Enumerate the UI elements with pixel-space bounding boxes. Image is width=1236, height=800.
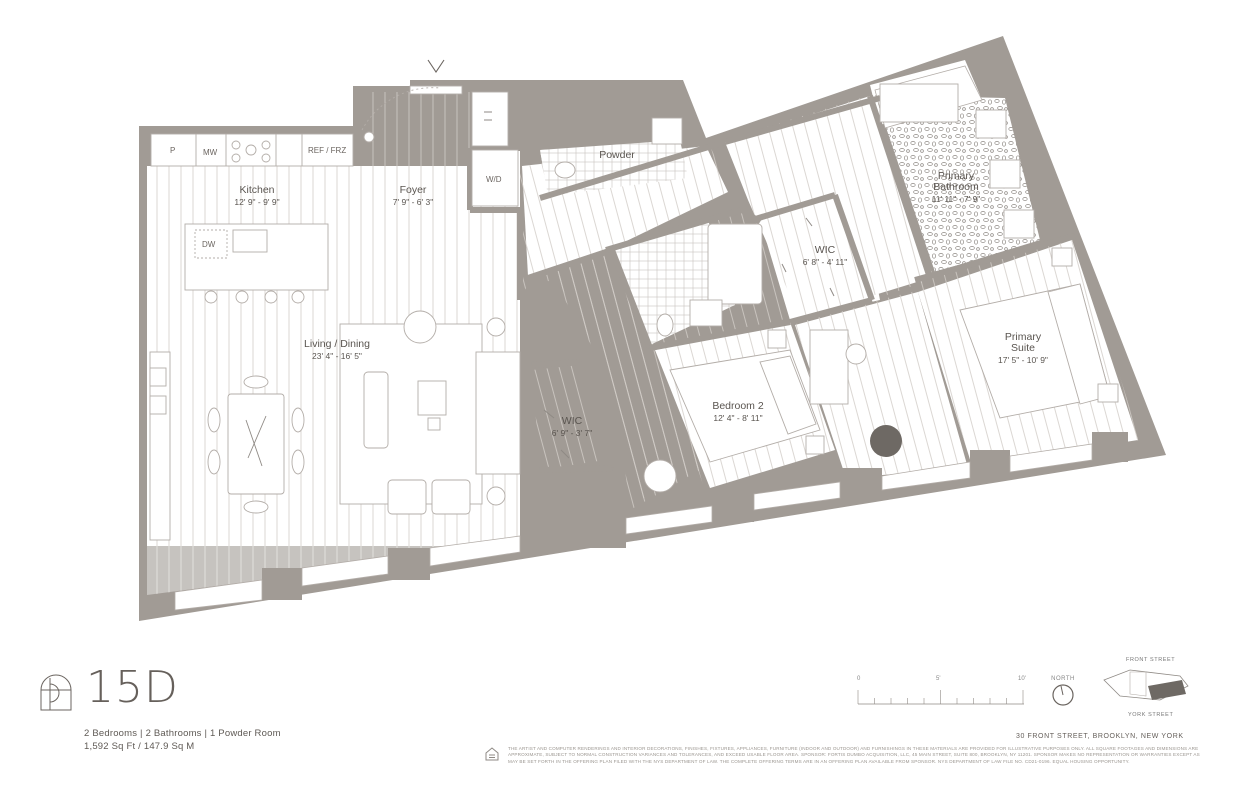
unit-area: 1,592 Sq Ft / 147.9 Sq M (84, 741, 195, 752)
entry-arrow-icon (427, 59, 445, 73)
address: 30 FRONT STREET, BROOKLYN, NEW YORK (1016, 733, 1184, 740)
bed-primary (809, 247, 1119, 457)
wd-label: W/D (486, 175, 502, 184)
brand-logo-icon (40, 674, 72, 711)
unit-title: 15D (86, 662, 179, 713)
living-dims: 23' 4" - 16' 5" (312, 351, 362, 361)
fridge-label: REF / FRZ (308, 146, 346, 155)
scale-bar (857, 690, 1024, 705)
floor-plan: P MW REF / FRZ DW (139, 36, 1166, 621)
equal-housing-icon (485, 747, 499, 761)
microwave-label: MW (203, 148, 218, 157)
primary-bath-label-2: Bathroom (933, 181, 979, 193)
kitchen-label: Kitchen (239, 184, 274, 196)
living-label: Living / Dining (304, 338, 370, 350)
window-sills (174, 443, 1093, 611)
street-north: FRONT STREET (1126, 657, 1176, 663)
bedroom2-label: Bedroom 2 (712, 400, 764, 412)
wic-left-dims: 6' 9" - 3' 7" (552, 428, 592, 438)
north-indicator: NORTH (1050, 676, 1076, 713)
primary-bath-tile (875, 95, 1040, 272)
primary-suite-label-1: Primary (1005, 331, 1042, 343)
primary-suite-label-2: Suite (1011, 342, 1035, 354)
primary-bath-dims: 11' 11" - 7' 9" (932, 194, 981, 204)
scale-label-10: 10' (1018, 676, 1026, 682)
key-plan (1103, 669, 1189, 701)
kitchen-counter (150, 133, 354, 167)
window-piers (262, 432, 1128, 600)
foyer-label: Foyer (400, 184, 427, 196)
kitchen-island (184, 223, 329, 304)
wic-left-label: WIC (562, 415, 583, 427)
closet-rods (484, 111, 835, 459)
wic-center-dims: 6' 8" - 4' 11" (803, 257, 848, 267)
bath-fixtures (554, 83, 1035, 337)
wic-center-label: WIC (815, 244, 836, 256)
bed-bedroom2 (643, 329, 825, 493)
primary-suite-dims: 17' 5" - 10' 9" (998, 355, 1048, 365)
scale-label-0: 0 (857, 676, 861, 682)
foyer-dims: 7' 9" - 6' 3" (393, 197, 433, 207)
north-label: NORTH (1051, 676, 1075, 682)
street-south: YORK STREET (1128, 712, 1174, 718)
compass-icon (1052, 684, 1074, 706)
foyer-fixtures (361, 85, 519, 207)
living-furniture (149, 310, 521, 541)
interior-walls (467, 95, 1076, 473)
pantry-label: P (170, 146, 175, 155)
legal-disclaimer: The artist and computer renderings and i… (508, 746, 1200, 764)
dining-table (207, 375, 305, 514)
kitchen-dims: 12' 9" - 9' 9" (234, 197, 279, 207)
scale-label-5: 5' (936, 676, 941, 682)
dishwasher-label: DW (202, 240, 216, 249)
unit-bed-bath: 2 Bedrooms | 2 Bathrooms | 1 Powder Room (84, 728, 281, 739)
bedroom2-dims: 12' 4" - 8' 11" (713, 413, 762, 423)
powder-floor (540, 140, 688, 196)
primary-bath-label-1: Primary (938, 170, 975, 182)
powder-label: Powder (599, 149, 635, 161)
